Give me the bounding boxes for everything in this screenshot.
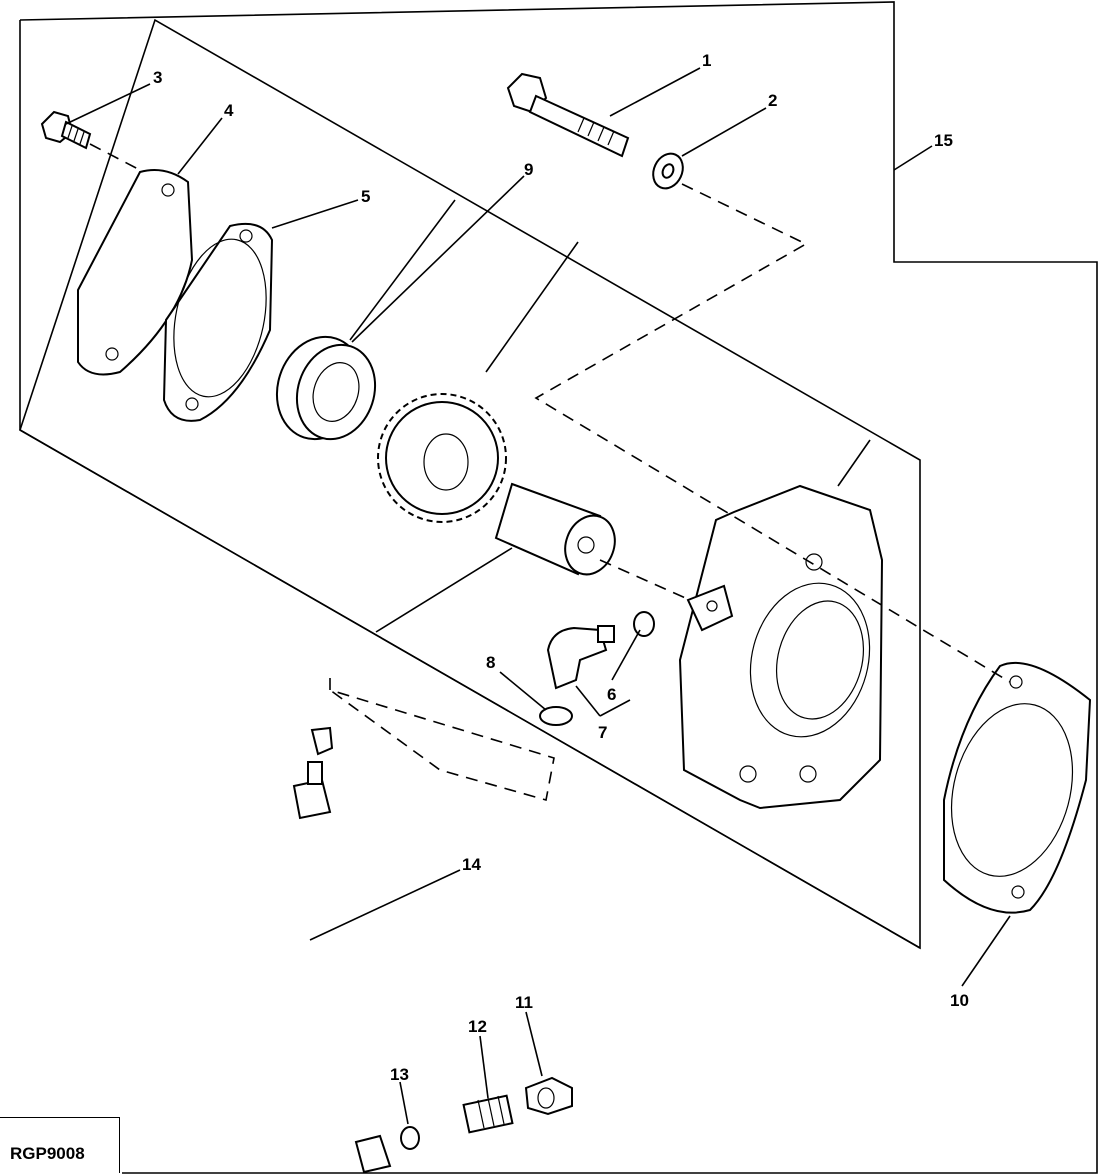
bearing-part-9	[275, 335, 377, 441]
fitting-part-12	[462, 1094, 514, 1134]
cover-plate-part-4	[77, 169, 194, 376]
bolt-part-1	[506, 72, 630, 158]
callout-1: 1	[702, 51, 711, 70]
assembly-line-shaft	[599, 559, 691, 601]
washer-part-2	[652, 152, 684, 190]
o-ring-part-8	[539, 706, 573, 726]
leader-2	[681, 107, 767, 157]
subassembly-leader-d	[375, 547, 513, 633]
callout-2: 2	[768, 91, 777, 110]
leader-4	[177, 117, 223, 175]
subassembly-leader-c	[837, 439, 871, 487]
cap-screw-part-3	[40, 110, 92, 150]
gasket-part-10	[943, 661, 1092, 914]
subassembly-lower-edge	[19, 429, 921, 949]
outer-frame	[19, 1, 1098, 1174]
leader-15	[893, 145, 933, 171]
figure-code-box: RGP9008	[0, 1117, 120, 1173]
leader-6	[611, 629, 641, 681]
leader-13	[399, 1081, 409, 1125]
pump-housing	[678, 484, 884, 810]
callout-3: 3	[153, 68, 162, 87]
o-ring-part-6	[633, 611, 655, 637]
leader-8	[499, 671, 547, 711]
assembly-line-oil	[329, 678, 555, 802]
assembly-line-bolt	[534, 183, 1011, 683]
callout-7: 7	[598, 723, 607, 742]
gasket-part-5	[162, 222, 274, 422]
helical-gear	[377, 393, 507, 523]
callout-14: 14	[462, 855, 481, 874]
fitting-part-13	[400, 1126, 420, 1150]
oil-line-part-14	[292, 726, 392, 1174]
callout-11: 11	[515, 993, 533, 1012]
subassembly-leader-a	[349, 199, 456, 341]
bushing-shaft	[494, 482, 616, 576]
figure-code: RGP9008	[10, 1144, 85, 1163]
callout-6: 6	[607, 685, 616, 704]
callout-12: 12	[468, 1017, 487, 1036]
leader-10	[961, 915, 1011, 987]
leader-7a	[575, 685, 601, 717]
leader-11	[525, 1011, 543, 1077]
callout-4: 4	[224, 101, 234, 120]
fitting-part-11	[524, 1076, 573, 1116]
callout-13: 13	[390, 1065, 409, 1084]
leader-12	[479, 1035, 489, 1099]
leader-14	[309, 869, 461, 941]
elbow-fitting-part-7	[546, 625, 615, 690]
leader-7b	[599, 699, 631, 717]
leader-9	[351, 175, 525, 343]
callout-8: 8	[486, 653, 495, 672]
callout-5: 5	[361, 187, 370, 206]
callout-15: 15	[934, 131, 953, 150]
subassembly-leader-b	[485, 241, 579, 373]
leader-5	[271, 199, 359, 229]
leader-1	[609, 67, 701, 117]
leader-3	[65, 83, 151, 125]
callout-10: 10	[950, 991, 969, 1010]
assembly-line-screw	[89, 143, 141, 171]
callout-9: 9	[524, 160, 533, 179]
